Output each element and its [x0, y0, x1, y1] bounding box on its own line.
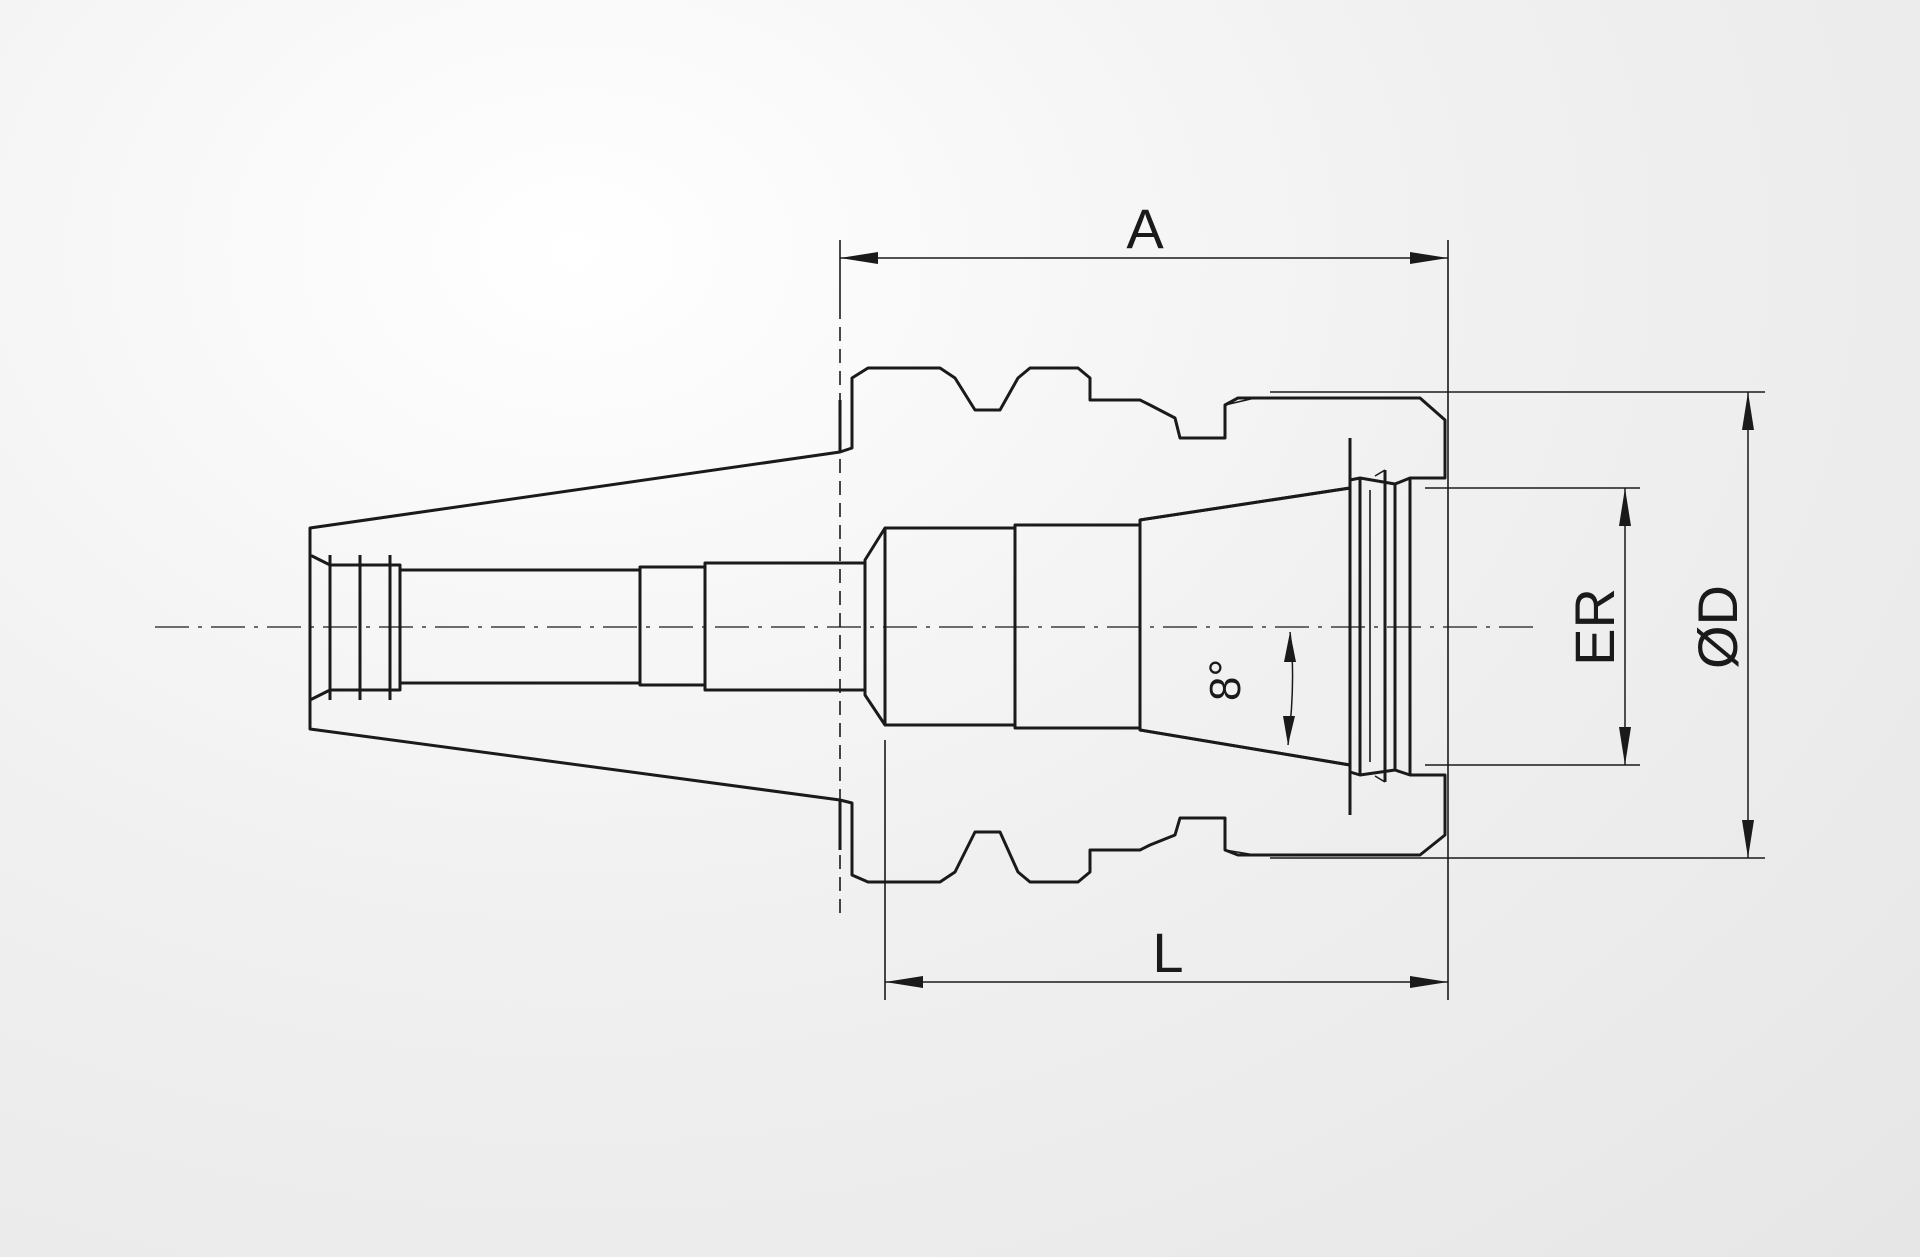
- dimension-er: ER: [1563, 488, 1631, 765]
- dimension-a: A: [840, 197, 1448, 264]
- dimension-er-label: ER: [1563, 588, 1626, 666]
- body-lower-half: [308, 681, 1447, 884]
- body-section: [308, 366, 1447, 884]
- bore-step-4: [1013, 520, 1142, 730]
- collet-taper: [1139, 486, 1351, 767]
- dimension-d: ØD: [1686, 392, 1754, 858]
- nut-groove: [1369, 469, 1386, 783]
- taper-angle: 8°: [1201, 631, 1296, 746]
- dimension-d-label: ØD: [1686, 585, 1749, 669]
- body-upper-half: [308, 366, 1447, 572]
- nut-chamfer: [1224, 397, 1256, 856]
- collet-nut-front: [1383, 470, 1445, 782]
- dimension-l: L: [885, 921, 1448, 988]
- dimension-l-label: L: [1152, 921, 1183, 984]
- extension-lines: [839, 240, 1765, 1000]
- taper-angle-label: 8°: [1201, 659, 1250, 701]
- dimension-a-label: A: [1126, 197, 1164, 260]
